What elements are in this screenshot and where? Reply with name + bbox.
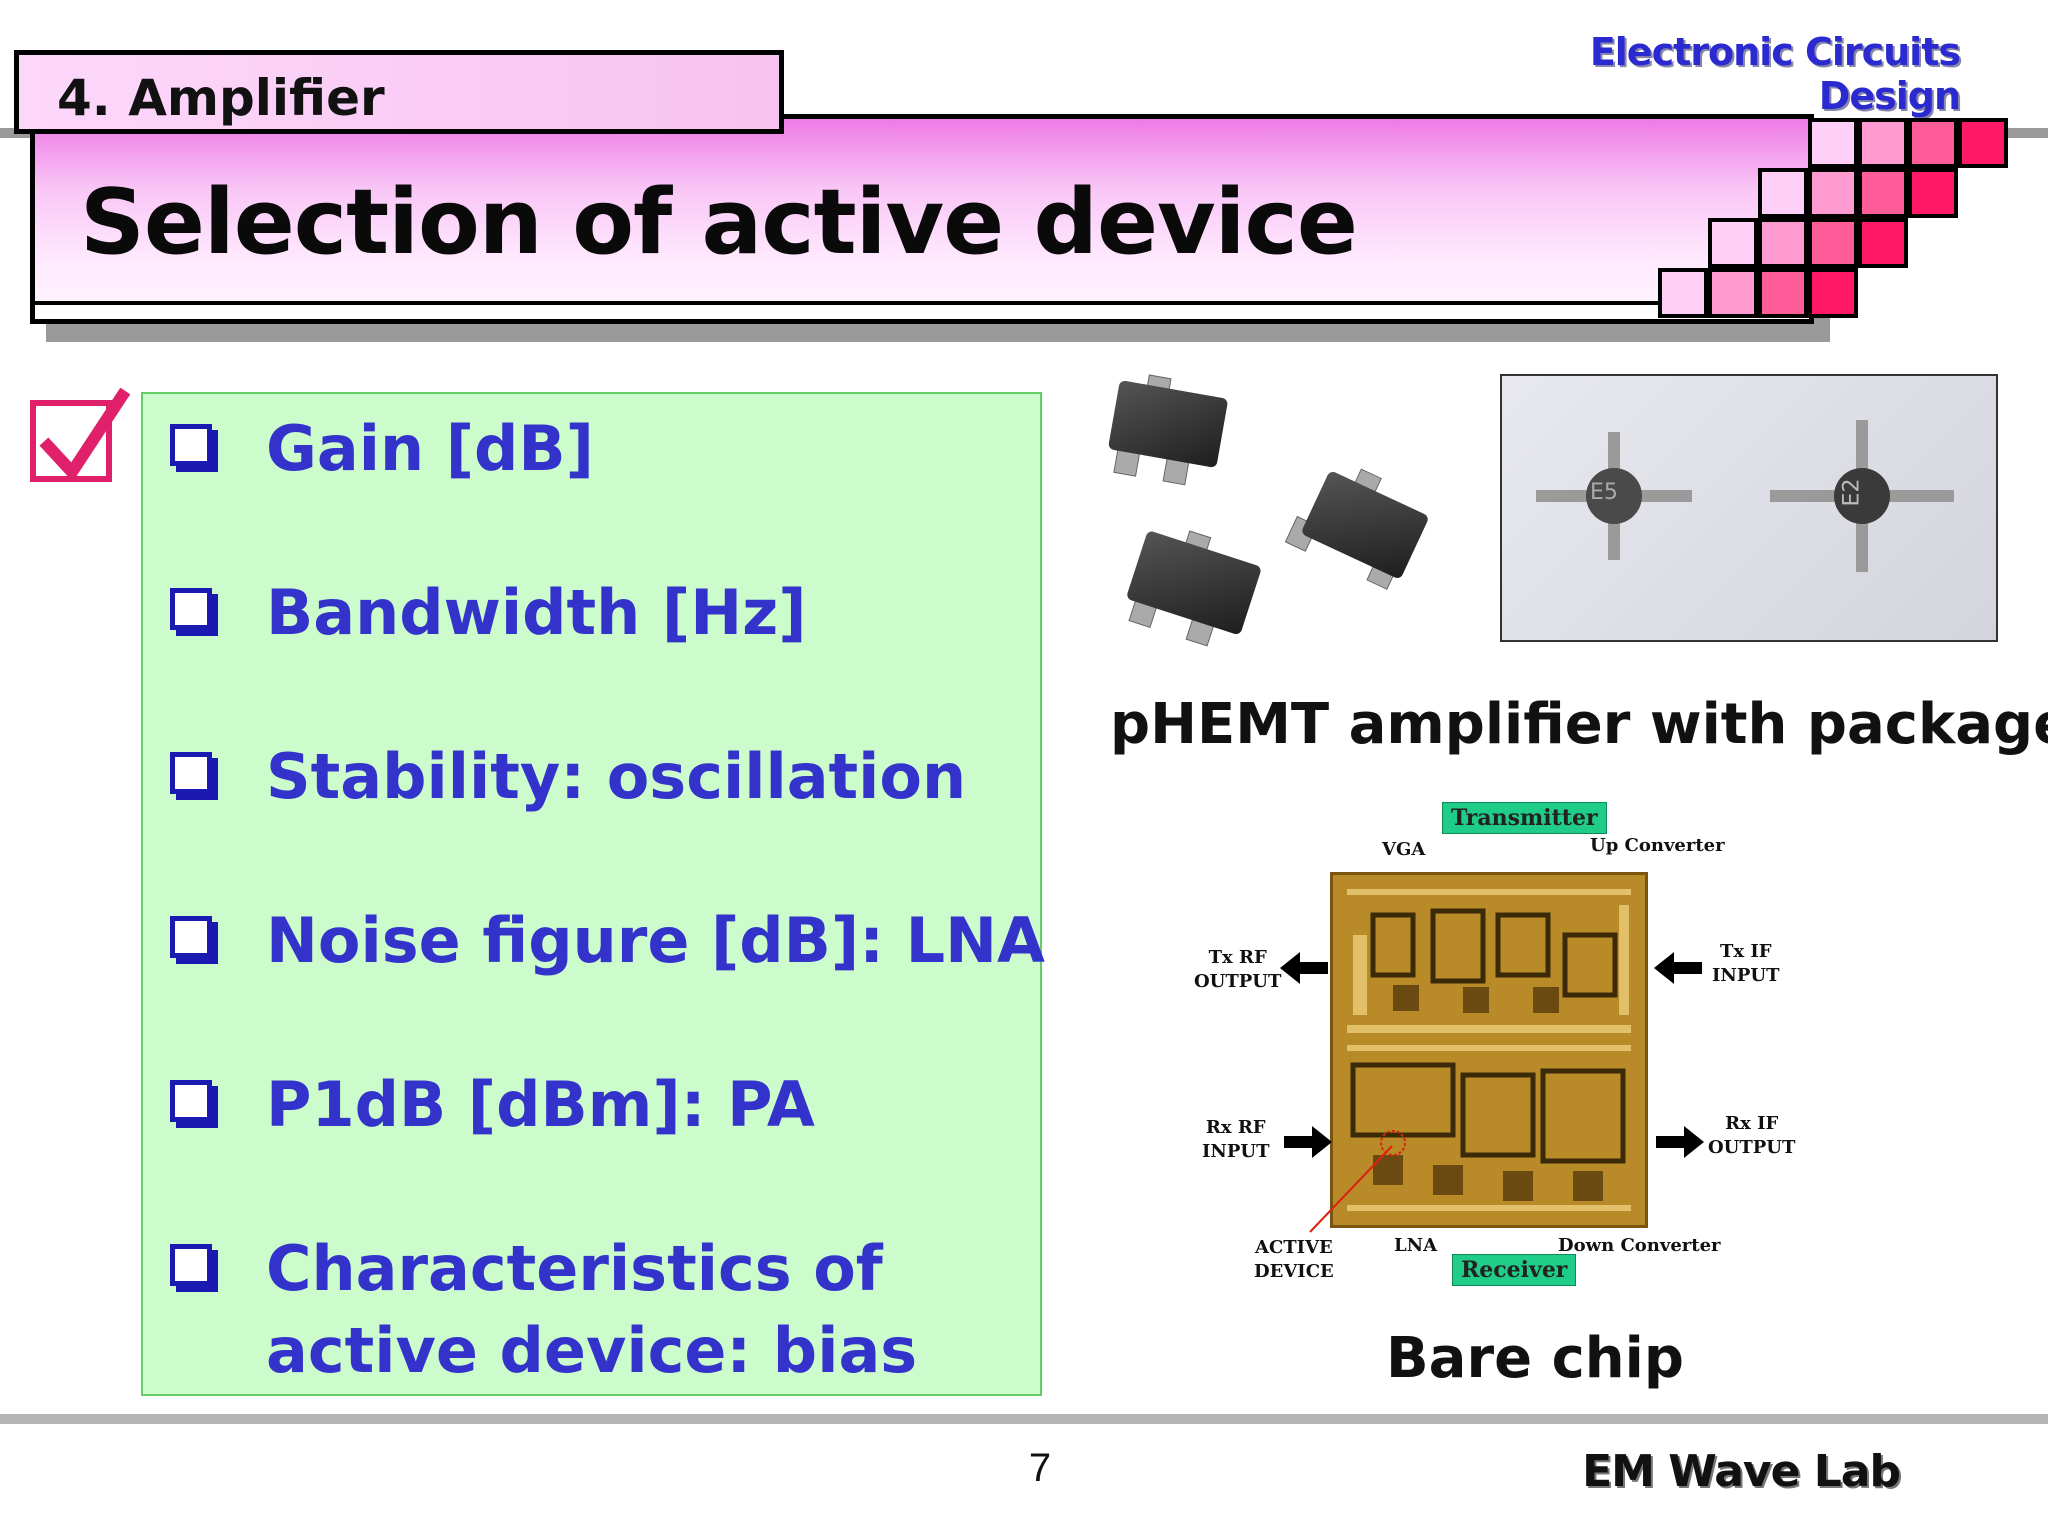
bullet-box-icon [170,1080,212,1122]
deco-square [1708,268,1758,318]
section-tab: 4. Amplifier [14,50,784,134]
title-banner [30,114,1814,324]
criteria-item: P1dB [dBm]: PA [266,1068,815,1141]
deco-square [1808,168,1858,218]
lab-name: EM Wave Lab [1582,1446,1901,1497]
deco-square [1908,118,1958,168]
deco-square [1858,218,1908,268]
deco-square [1658,268,1708,318]
deco-square [1758,168,1808,218]
active-device-pointer [1309,1145,1393,1233]
criteria-item-continued: active device: bias [266,1314,918,1387]
active-device-label: ACTIVE DEVICE [1254,1237,1334,1282]
tx-if-input-label: Tx IF INPUT [1712,941,1780,986]
deco-square [1708,218,1758,268]
arrow-right-icon [1656,1126,1704,1158]
tx-rf-output-label: Tx RF OUTPUT [1194,947,1282,992]
bullet-box-icon [170,588,212,630]
arrow-left-icon [1654,952,1702,984]
criteria-item: Bandwidth [Hz] [266,576,807,649]
package-caption: pHEMT amplifier with package [1110,692,2048,757]
sot23-packages-photo [1108,374,1428,647]
deco-square [1858,118,1908,168]
bullet-box-icon [170,424,212,466]
course-title: Electronic Circuits Design [1589,30,1961,118]
receiver-tag: Receiver [1452,1254,1577,1286]
bullet-box-icon [170,752,212,794]
criteria-item: Gain [dB] [266,412,595,485]
up-converter-label: Up Converter [1590,835,1725,856]
deco-square [1858,168,1908,218]
deco-square [1958,118,2008,168]
criteria-box [141,392,1042,1396]
criteria-item: Noise figure [dB]: LNA [266,904,1046,977]
vga-label: VGA [1382,839,1426,860]
deco-square [1808,218,1858,268]
package-marking: E2 [1839,478,1865,507]
lna-label: LNA [1394,1235,1438,1256]
deco-square [1758,218,1808,268]
deco-square [1758,268,1808,318]
bare-chip-caption: Bare chip [1386,1326,1684,1391]
rx-rf-input-label: Rx RF INPUT [1202,1117,1270,1162]
die-circuitry [1333,875,1645,1225]
bullet-box-icon [170,1244,212,1286]
cross-packages-illustration [1536,420,1954,572]
deco-square [1908,168,1958,218]
title-banner-underline [35,301,1809,319]
footer-divider [0,1414,2048,1424]
pHEMT-packages-photo: E5 E2 [1500,374,1998,642]
deco-square [1808,118,1858,168]
arrow-left-icon [1280,952,1328,984]
section-label: 4. Amplifier [57,69,385,127]
page-number: 7 [1028,1446,1052,1490]
criteria-item: Stability: oscillation [266,740,967,813]
bullet-box-icon [170,916,212,958]
checkbox-checked-icon [30,388,130,482]
slide-title: Selection of active device [80,170,1358,275]
criteria-item: Characteristics of [266,1232,883,1305]
deco-square [1808,268,1858,318]
arrow-right-icon [1284,1126,1332,1158]
transmitter-tag: Transmitter [1442,802,1607,834]
down-converter-label: Down Converter [1558,1235,1721,1256]
checkmark-icon [39,388,130,482]
package-marking: E5 [1590,480,1618,505]
rx-if-output-label: Rx IF OUTPUT [1708,1113,1796,1158]
bare-chip-die [1330,872,1648,1228]
